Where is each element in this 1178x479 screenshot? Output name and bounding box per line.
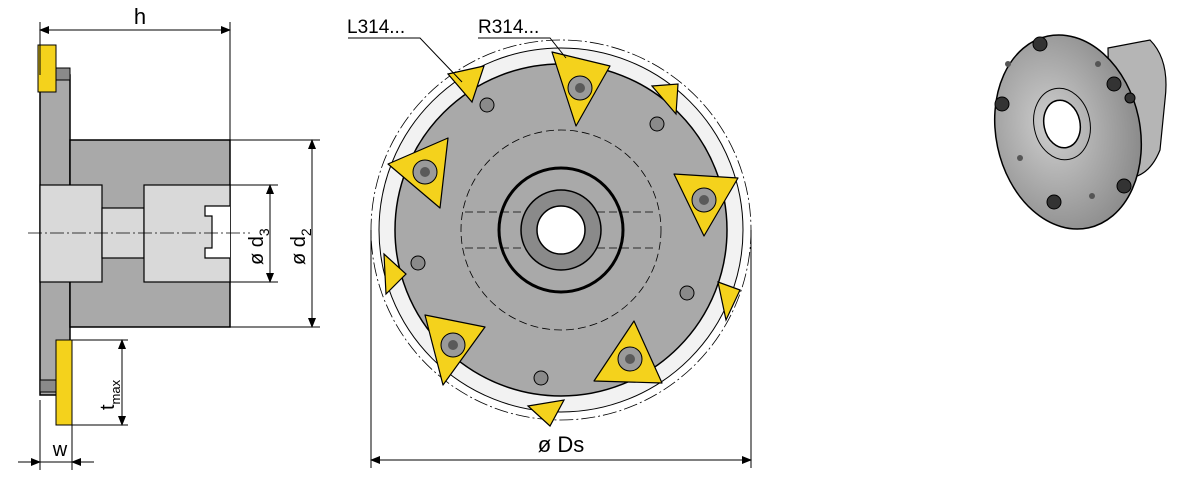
hub-ring bbox=[497, 166, 625, 294]
center-bore bbox=[536, 205, 586, 255]
insert-bottom-left bbox=[424, 314, 486, 386]
isometric-view bbox=[993, 34, 1167, 230]
insert-top bbox=[551, 51, 611, 127]
iso-hole bbox=[1017, 155, 1023, 161]
dim-h-label: h bbox=[134, 4, 146, 29]
insert-left-upper bbox=[387, 137, 449, 209]
insert-top-side bbox=[37, 44, 57, 93]
svg-text:ø d3: ø d3 bbox=[246, 228, 272, 265]
dim-d3-label: ø d3 bbox=[246, 228, 272, 265]
insert-bottom-edge bbox=[526, 399, 566, 427]
dim-t-label: tmax bbox=[97, 379, 123, 410]
iso-insert bbox=[1124, 92, 1136, 104]
iso-bore bbox=[1042, 99, 1082, 149]
dim-w-label: w bbox=[52, 439, 68, 461]
iso-holes bbox=[1005, 61, 1101, 199]
dim-ds-label: ø Ds bbox=[538, 432, 584, 457]
iso-hole bbox=[1089, 193, 1095, 199]
insert-right-upper bbox=[673, 173, 739, 237]
iso-hole bbox=[1095, 61, 1101, 67]
iso-hub-ring bbox=[1033, 87, 1091, 161]
label-right-insert: R314... bbox=[478, 17, 539, 38]
insert-bottom-right bbox=[593, 320, 663, 384]
insert-right-lower-edge bbox=[717, 281, 741, 322]
iso-inserts bbox=[994, 36, 1136, 210]
bore-left bbox=[39, 184, 103, 283]
iso-insert bbox=[1116, 178, 1132, 194]
mounting-hole bbox=[533, 370, 549, 386]
leader-left-insert bbox=[348, 37, 463, 83]
mounting-hole bbox=[479, 97, 495, 113]
dim-d2-label: ø d2 bbox=[288, 228, 314, 265]
svg-text:ø d2: ø d2 bbox=[288, 228, 314, 265]
svg-text:tmax: tmax bbox=[97, 379, 123, 410]
iso-insert bbox=[1046, 194, 1062, 210]
insert-right-top-edge bbox=[650, 83, 679, 116]
iso-insert bbox=[1032, 36, 1048, 52]
mounting-hole bbox=[679, 285, 695, 301]
mounting-hole bbox=[649, 116, 665, 132]
iso-insert bbox=[994, 96, 1010, 112]
dim-d2-sub: 2 bbox=[298, 228, 314, 236]
iso-insert bbox=[1106, 76, 1122, 92]
insert-top-left-edge bbox=[446, 65, 485, 104]
dim-t-sub: max bbox=[108, 379, 123, 404]
front-view: L314... R314... ø Ds bbox=[347, 17, 752, 468]
keyway-notch bbox=[204, 205, 230, 259]
dim-d3-sub: 3 bbox=[256, 228, 272, 236]
label-left-insert: L314... bbox=[347, 17, 405, 38]
dim-t-main: t bbox=[97, 404, 119, 410]
inserts bbox=[383, 51, 741, 427]
iso-hole bbox=[1005, 61, 1011, 67]
side-view: h ø d3 ø d2 tmax w bbox=[18, 4, 320, 470]
insert-left-lower-edge bbox=[383, 252, 407, 296]
mounting-hole bbox=[410, 255, 426, 271]
screw-top-side bbox=[55, 67, 71, 81]
mounting-holes bbox=[410, 97, 695, 386]
dim-d3-prefix: ø d bbox=[246, 236, 268, 265]
insert-bottom-side bbox=[55, 339, 73, 426]
leader-right-insert bbox=[478, 37, 567, 59]
inner-dashed-circle bbox=[460, 129, 662, 331]
dim-d2-prefix: ø d bbox=[288, 236, 310, 265]
screw-bottom-side bbox=[39, 379, 57, 393]
